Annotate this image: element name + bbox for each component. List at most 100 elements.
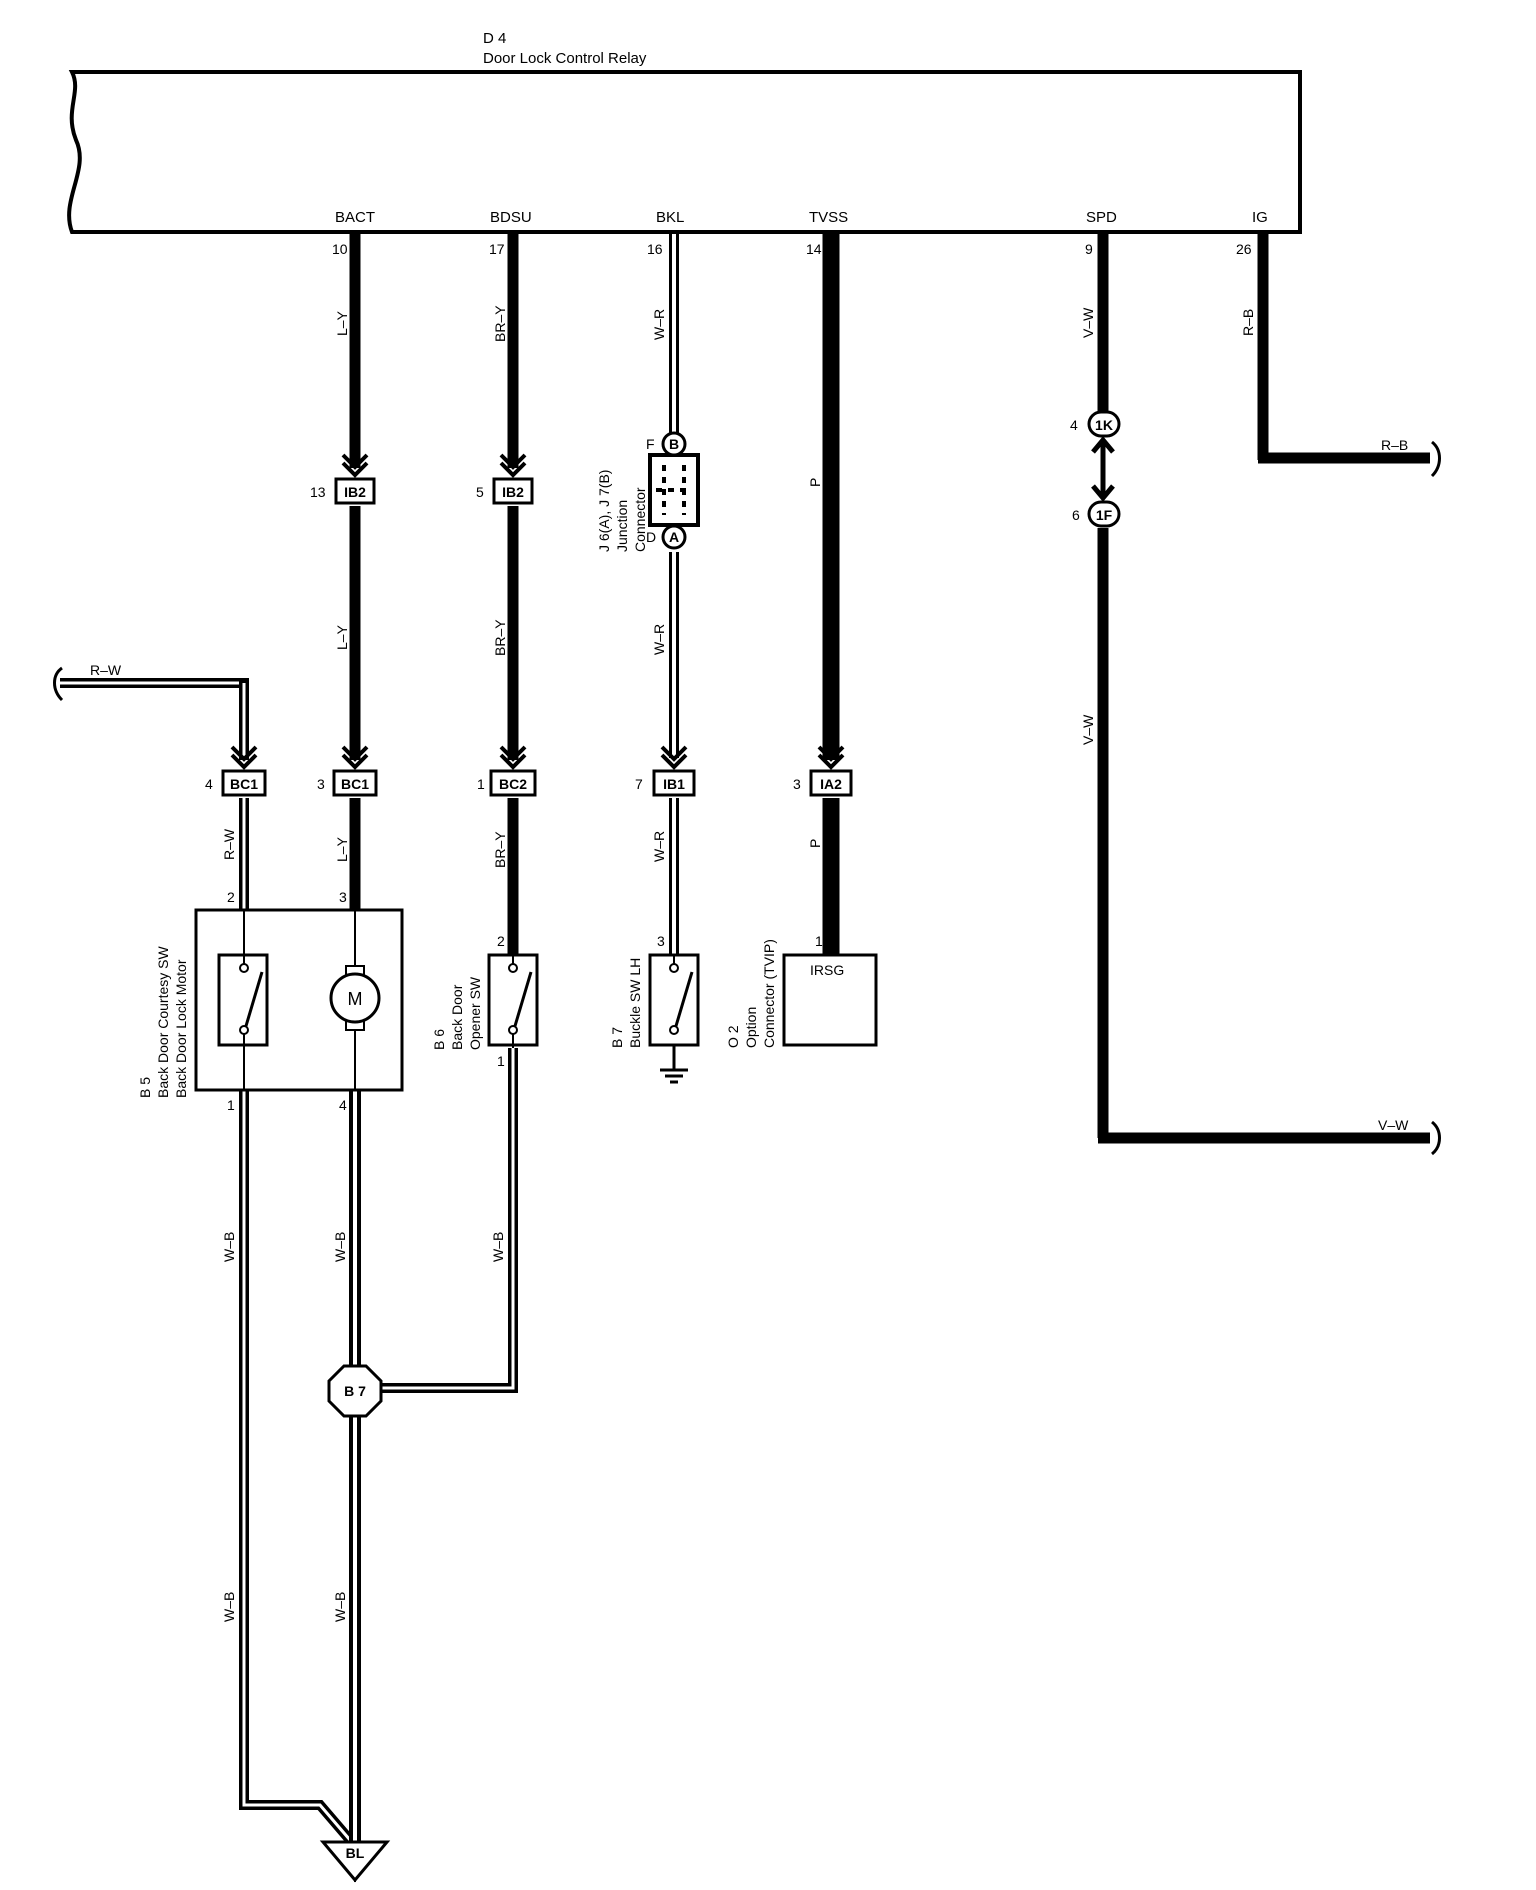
component-o2: IRSG 1 O 2 Option Connector (TVIP) <box>725 933 878 1048</box>
svg-text:Connector: Connector <box>632 487 648 552</box>
svg-text:A: A <box>669 529 679 545</box>
pin-tvss: 14 <box>806 241 822 257</box>
svg-text:W–B: W–B <box>221 1232 237 1262</box>
terminal-bdsu: BDSU <box>490 209 532 226</box>
terminal-tvss: TVSS <box>809 209 848 226</box>
svg-text:1: 1 <box>227 1097 235 1113</box>
svg-text:BR–Y: BR–Y <box>492 305 508 342</box>
connector-ib2-bdsu: IB2 5 <box>476 477 534 505</box>
svg-text:W–B: W–B <box>490 1232 506 1262</box>
pin-bkl: 16 <box>647 241 663 257</box>
svg-text:B 7: B 7 <box>344 1383 366 1399</box>
wire-ig-rb <box>1257 234 1430 464</box>
svg-text:1F: 1F <box>1096 507 1113 523</box>
junction-b7: B 7 <box>327 1364 383 1418</box>
svg-text:R–B: R–B <box>1240 309 1256 336</box>
svg-text:IB2: IB2 <box>344 484 366 500</box>
svg-text:5: 5 <box>476 484 484 500</box>
pin-bact: 10 <box>332 241 348 257</box>
svg-text:13: 13 <box>310 484 326 500</box>
svg-text:BR–Y: BR–Y <box>492 619 508 656</box>
svg-text:P: P <box>807 478 823 487</box>
connector-ib1: IB1 7 <box>635 769 696 797</box>
relay-name: Door Lock Control Relay <box>483 50 647 67</box>
wire-break-rb <box>1430 440 1441 478</box>
svg-text:R–W: R–W <box>90 662 122 678</box>
connector-bc1-ly: BC1 3 <box>317 769 378 797</box>
svg-text:Opener SW: Opener SW <box>467 976 483 1050</box>
svg-text:L–Y: L–Y <box>334 836 350 862</box>
svg-text:B 5: B 5 <box>137 1077 153 1098</box>
wire-wb-ground <box>239 1048 518 1844</box>
connector-ib2-bact: IB2 13 <box>310 477 376 505</box>
svg-text:6: 6 <box>1072 507 1080 523</box>
svg-text:IB1: IB1 <box>663 776 685 792</box>
svg-text:1K: 1K <box>1095 417 1113 433</box>
svg-text:B 7: B 7 <box>609 1027 625 1048</box>
door-lock-control-relay: D 4 Door Lock Control Relay BACT BDSU BK… <box>67 30 1302 257</box>
svg-text:V–W: V–W <box>1080 307 1096 338</box>
junction-connector: B A F D J 6(A), J 7(B) Junction Connecto… <box>596 431 700 552</box>
svg-text:R–W: R–W <box>221 828 237 860</box>
svg-text:7: 7 <box>635 776 643 792</box>
svg-text:2: 2 <box>497 933 505 949</box>
svg-text:BL: BL <box>346 1845 365 1861</box>
svg-text:D: D <box>646 529 656 545</box>
pin-ig: 26 <box>1236 241 1252 257</box>
connector-bc1-rw: BC1 4 <box>205 769 267 797</box>
svg-text:V–W: V–W <box>1378 1117 1409 1133</box>
svg-text:1: 1 <box>497 1053 505 1069</box>
svg-text:P: P <box>807 839 823 848</box>
svg-text:BC1: BC1 <box>341 776 369 792</box>
terminal-bact: BACT <box>335 209 375 226</box>
wire-spd-vw <box>1097 234 1430 1144</box>
component-b6: 2 1 B 6 Back Door Opener SW <box>431 933 539 1069</box>
svg-text:W–R: W–R <box>651 831 667 862</box>
svg-text:1: 1 <box>815 933 823 949</box>
svg-text:3: 3 <box>657 933 665 949</box>
pin-bdsu: 17 <box>489 241 505 257</box>
svg-text:Buckle SW LH: Buckle SW LH <box>627 958 643 1048</box>
svg-text:IA2: IA2 <box>820 776 842 792</box>
svg-text:Back Door Lock Motor: Back Door Lock Motor <box>173 959 189 1098</box>
svg-text:V–W: V–W <box>1080 714 1096 745</box>
svg-text:W–R: W–R <box>651 624 667 655</box>
svg-text:L–Y: L–Y <box>334 624 350 650</box>
connector-1k: 1K 4 <box>1070 410 1121 438</box>
o2-terminal: IRSG <box>810 962 844 978</box>
svg-text:J 6(A), J 7(B): J 6(A), J 7(B) <box>596 470 612 552</box>
svg-text:Option: Option <box>743 1007 759 1048</box>
svg-text:W–B: W–B <box>332 1592 348 1622</box>
component-b5: M 2 3 1 4 B 5 Back Door Courtesy SW Back… <box>137 889 404 1113</box>
connector-bc2: BC2 1 <box>477 769 537 797</box>
svg-text:O 2: O 2 <box>725 1025 741 1048</box>
svg-text:R–B: R–B <box>1381 437 1408 453</box>
ground-bl: BL <box>319 1840 391 1883</box>
svg-text:W–R: W–R <box>651 309 667 340</box>
svg-text:4: 4 <box>205 776 213 792</box>
terminal-bkl: BKL <box>656 209 684 226</box>
svg-text:B: B <box>669 436 679 452</box>
wire-break-left <box>53 666 64 702</box>
connector-arrows <box>230 453 845 770</box>
wire-break-vw <box>1430 1120 1441 1156</box>
component-b7: 3 B 7 Buckle SW LH <box>609 933 700 1084</box>
svg-text:B 6: B 6 <box>431 1029 447 1050</box>
connector-ia2: IA2 3 <box>793 769 853 797</box>
svg-text:4: 4 <box>339 1097 347 1113</box>
connector-1k-1f-mating-arrows <box>1091 436 1115 502</box>
svg-text:BR–Y: BR–Y <box>492 831 508 868</box>
svg-text:BC1: BC1 <box>230 776 258 792</box>
wire-labels: L–Y L–Y L–Y BR–Y BR–Y BR–Y W–R W–R W–R P… <box>90 305 1409 1622</box>
wire-rw <box>60 678 249 910</box>
svg-text:3: 3 <box>339 889 347 905</box>
motor-symbol: M <box>348 989 363 1009</box>
svg-text:L–Y: L–Y <box>334 310 350 336</box>
svg-text:3: 3 <box>793 776 801 792</box>
svg-text:Junction: Junction <box>614 500 630 552</box>
svg-text:2: 2 <box>227 889 235 905</box>
svg-text:4: 4 <box>1070 417 1078 433</box>
relay-code: D 4 <box>483 30 506 47</box>
svg-text:BC2: BC2 <box>499 776 527 792</box>
